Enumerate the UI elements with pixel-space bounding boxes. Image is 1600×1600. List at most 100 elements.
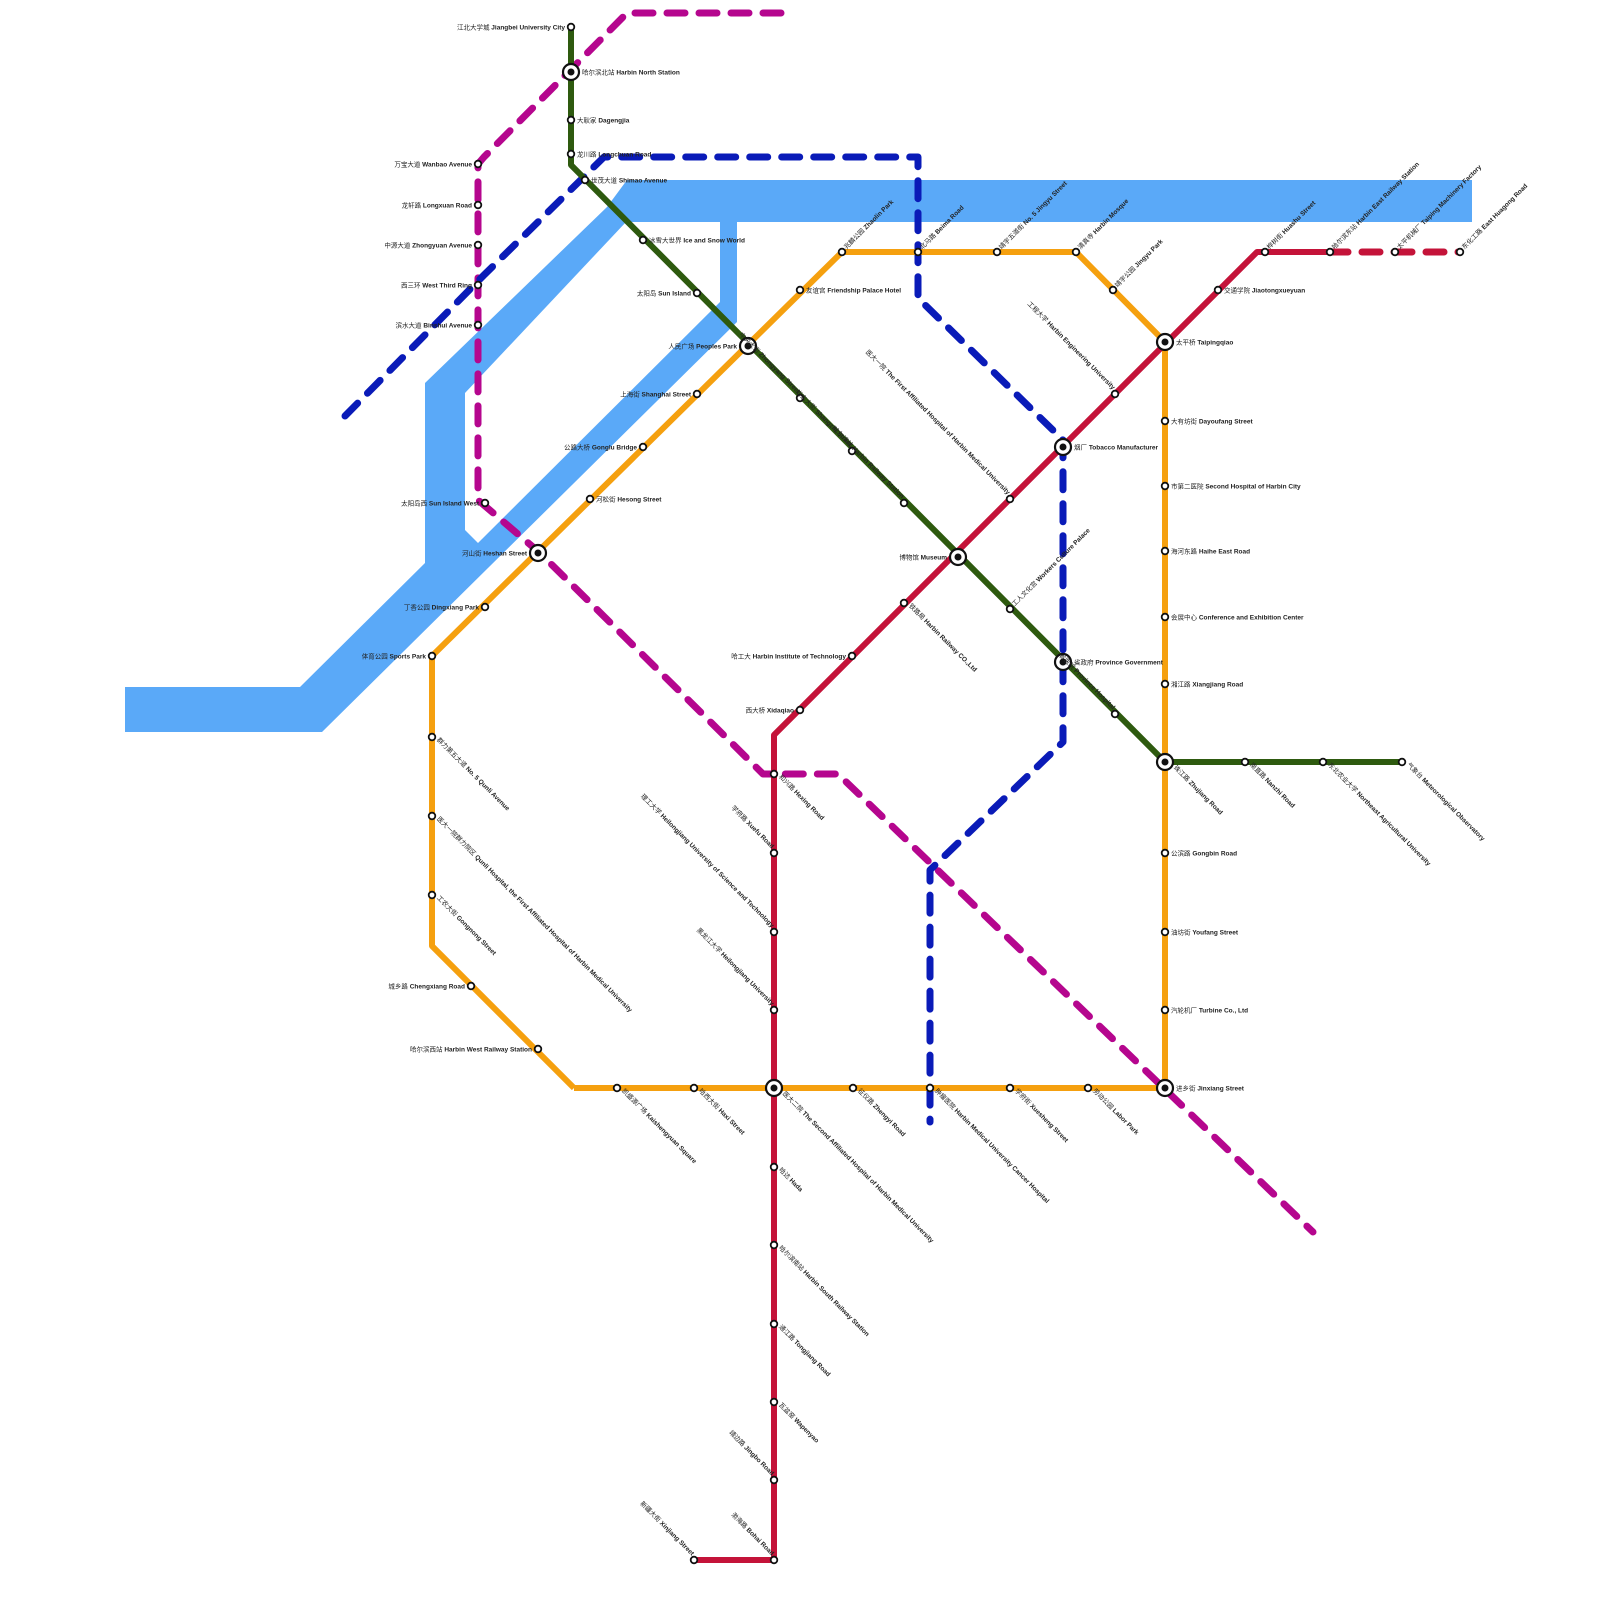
station-harbin-railway-co-ltd[interactable]: 铁路局 Harbin Railway CO.,Ltd xyxy=(899,598,980,674)
station-nanzhi-road[interactable]: 南直路 Nanzhi Road xyxy=(1240,757,1298,810)
station-marker xyxy=(899,498,909,508)
station-name-en: Qunli Hospital, the First Affiliated Hos… xyxy=(473,854,633,1014)
line-green xyxy=(568,28,1402,765)
station-marker xyxy=(1397,757,1407,767)
station-marker xyxy=(1160,848,1170,858)
station-label: 哈尔滨北站 Harbin North Station xyxy=(582,67,680,76)
station-shimao-avenue[interactable]: 世茂大道 Shimao Avenue xyxy=(580,175,668,184)
station-haihe-east-road[interactable]: 海河东路 Haihe East Road xyxy=(1160,546,1250,555)
station-name-en: Jiangbei University City xyxy=(491,24,565,31)
station-harbin-south-railway-station[interactable]: 哈尔滨南站 Harbin South Railway Station xyxy=(769,1240,872,1338)
station-harbin-railway-station[interactable]: 哈尔滨站 Harbin Railway Station xyxy=(831,424,909,508)
station-turbine-co-ltd[interactable]: 汽轮机厂 Turbine Co., Ltd xyxy=(1160,1005,1248,1014)
station-harbin-north-station[interactable]: 哈尔滨北站 Harbin North Station xyxy=(561,62,680,82)
station-heshan-street[interactable]: 河山街 Heshan Street xyxy=(462,543,548,563)
station-hexing-road[interactable]: 和兴路 Hexing Road xyxy=(769,769,827,822)
station-harbin-engineering-university[interactable]: 工程大学 Harbin Engineering University xyxy=(1026,299,1120,399)
station-xuesheng-street[interactable]: 学府街 Xuesheng Street xyxy=(1005,1083,1072,1145)
station-zhengyi-road[interactable]: 征仪路 Zhengyi Road xyxy=(848,1083,908,1138)
station-xiangjiang-road[interactable]: 湘江路 Xiangjiang Road xyxy=(1160,679,1244,688)
station-the-second-affiliated-hospital-of-harbin-medical-university[interactable]: 医大二院 The Second Affiliated Hospital of H… xyxy=(764,1078,937,1245)
station-label: 医大二院 The Second Affiliated Hospital of H… xyxy=(781,1089,937,1245)
station-xidaqiao[interactable]: 西大桥 Xidaqiao xyxy=(746,705,805,714)
station-conference-and-exhibition-center[interactable]: 会展中心 Conference and Exhibition Center xyxy=(1160,612,1304,621)
station-jinxiang-street[interactable]: 进乡街 Jinxiang Street xyxy=(1155,1078,1245,1098)
station-dingxiang-park[interactable]: 丁香公园 Dingxiang Park xyxy=(404,602,490,611)
station-xuefu-road[interactable]: 学府路 Xuefu Road xyxy=(730,803,779,858)
station-jingyu-park[interactable]: 靖宇公园 Jingyu Park xyxy=(1108,237,1165,295)
station-heilongjiang-university[interactable]: 黑龙江大学 Heilongjiang University xyxy=(695,925,779,1015)
station-sun-island[interactable]: 太阳岛 Sun Island xyxy=(637,288,702,297)
station-peoples-park[interactable]: 人民广场 Peoples Park xyxy=(668,336,758,356)
station-marker xyxy=(689,1083,699,1093)
station-museum[interactable]: 博物馆 Museum xyxy=(899,547,968,567)
station-second-hospital-of-harbin-city[interactable]: 市第二医院 Second Hospital of Harbin City xyxy=(1160,481,1301,490)
station-marker xyxy=(1455,247,1465,257)
station-longchuan-road[interactable]: 龙川路 Longchuan Road xyxy=(566,149,652,158)
station-zhongyuan-avenue[interactable]: 中源大道 Zhongyuan Avenue xyxy=(384,240,483,249)
station-name-zh: 靖宇五道街 xyxy=(997,220,1028,251)
station-no-5-qunli-avenue[interactable]: 群力第五大道 No. 5 Qunli Avenue xyxy=(427,732,513,813)
station-longxuan-road[interactable]: 龙轩路 Longxuan Road xyxy=(402,200,483,209)
station-hesong-street[interactable]: 河松街 Hesong Street xyxy=(585,494,663,503)
station-marker xyxy=(533,1044,543,1054)
station-name-zh: 万宝大道 xyxy=(394,159,422,168)
station-name-en: Haihe East Road xyxy=(1199,548,1250,555)
station-xinjiang-street[interactable]: 新疆大街 Xinjiang Street xyxy=(638,1499,699,1565)
station-sports-park[interactable]: 体育公园 Sports Park xyxy=(362,651,437,660)
station-dagengjia[interactable]: 大耿家 Dagengjia xyxy=(566,115,630,124)
station-ice-and-snow-world[interactable]: 冰雪大世界 Ice and Snow World xyxy=(638,235,745,244)
station-west-third-ring[interactable]: 西三环 West Third Ring xyxy=(401,280,483,289)
station-taipingqiao[interactable]: 太平桥 Taipingqiao xyxy=(1155,332,1233,352)
station-meteorological-observatory[interactable]: 气象台 Meteorological Observatory xyxy=(1397,757,1488,843)
station-zhongyang-street[interactable]: 中央大街 Zhongyang Street xyxy=(737,330,805,403)
station-name-zh: 新疆大街 xyxy=(638,1499,664,1525)
station-kaishengyuan-square[interactable]: 凯盛源广场 Kaishengyuan Square xyxy=(612,1083,700,1166)
station-label: 烟厂 Tobacco Manufacturer xyxy=(1074,442,1159,451)
station-name-zh: 哈尔滨东站 xyxy=(1330,220,1361,251)
station-dayoufang-street[interactable]: 大有坊街 Dayoufang Street xyxy=(1160,416,1254,425)
station-gongbin-road[interactable]: 公滨路 Gongbin Road xyxy=(1160,848,1237,858)
station-name-zh: 城乡路 xyxy=(388,981,409,990)
station-province-government[interactable]: 省政府 Province Government xyxy=(1053,652,1164,672)
station-label: 靖宇公园 Jingyu Park xyxy=(1113,237,1165,289)
station-wanbao-avenue[interactable]: 万宝大道 Wanbao Avenue xyxy=(394,159,483,168)
station-shanghai-street[interactable]: 上海街 Shanghai Street xyxy=(620,389,702,398)
station-label: 工程大学 Harbin Engineering University xyxy=(1026,299,1118,391)
station-name-en: Hada xyxy=(788,1177,804,1193)
station-name-zh: 太阳岛 xyxy=(637,288,658,297)
station-gonglu-bridge[interactable]: 公路大桥 Gonglu Bridge xyxy=(564,442,648,451)
station-jiaotongxueyuan[interactable]: 交通学院 Jiaotongxueyuan xyxy=(1213,285,1306,294)
station-tongjiang-road[interactable]: 通江路 Tongjiang Road xyxy=(769,1319,833,1378)
station-name-en: Zhongyang Street xyxy=(757,351,802,396)
station-name-zh: 大耿家 xyxy=(577,115,598,124)
station-chengxiang-road[interactable]: 城乡路 Chengxiang Road xyxy=(388,981,476,990)
station-workers-culture-palace[interactable]: 工人文化宫 Workers Culture Palace xyxy=(1005,526,1092,614)
station-label: 大有坊街 Dayoufang Street xyxy=(1171,416,1253,425)
station-heilongjiang-university-of-science-and-technology[interactable]: 理工大学 Heilongjiang University of Science … xyxy=(639,792,779,937)
station-label: 体育公园 Sports Park xyxy=(362,651,427,660)
station-wapenyao[interactable]: 瓦盆窑 Wapenyao xyxy=(769,1397,822,1445)
station-harbin-west-railway-station[interactable]: 哈尔滨西站 Harbin West Railway Station xyxy=(410,1044,543,1054)
station-harbin-institute-of-technology[interactable]: 哈工大 Harbin Institute of Technology xyxy=(731,651,857,660)
station-name-zh: 兆麟公园 xyxy=(842,225,868,251)
station-bohai-road[interactable]: 渤海路 Bohai Road xyxy=(730,1510,779,1565)
station-name-zh: 龙川路 xyxy=(577,149,598,158)
station-youfang-street[interactable]: 油坊街 Youfang Street xyxy=(1160,927,1239,936)
station-haxi-street[interactable]: 哈西大街 Haxi Street xyxy=(689,1083,748,1137)
station-marker xyxy=(837,247,847,257)
station-sun-island-west[interactable]: 太阳岛西 Sun Island West xyxy=(401,498,490,507)
station-name-zh: 太阳岛西 xyxy=(401,498,429,507)
station-tobacco-manufacturer[interactable]: 烟厂 Tobacco Manufacturer xyxy=(1053,437,1159,457)
station-label: 进乡街 Jinxiang Street xyxy=(1176,1083,1245,1092)
station-binshui-avenue[interactable]: 滨水大道 Binshui Avenue xyxy=(396,320,483,329)
station-jingbo-road[interactable]: 靖边路 Jingbo Road xyxy=(727,1428,779,1485)
station-label: 丁香公园 Dingxiang Park xyxy=(404,602,480,611)
station-labor-park[interactable]: 劳动公园 Labor Park xyxy=(1083,1083,1142,1137)
station-gongnong-street[interactable]: 工农大街 Gongnong Street xyxy=(427,890,500,958)
station-friendship-palace-hotel[interactable]: 友谊宫 Friendship Palace Hotel xyxy=(795,285,901,294)
station-label: 群力第五大道 No. 5 Qunli Avenue xyxy=(435,735,512,812)
station-name-en: Nanzhi Road xyxy=(1263,777,1296,810)
station-jiangbei-university-city[interactable]: 江北大学城 Jiangbei University City xyxy=(457,22,576,31)
